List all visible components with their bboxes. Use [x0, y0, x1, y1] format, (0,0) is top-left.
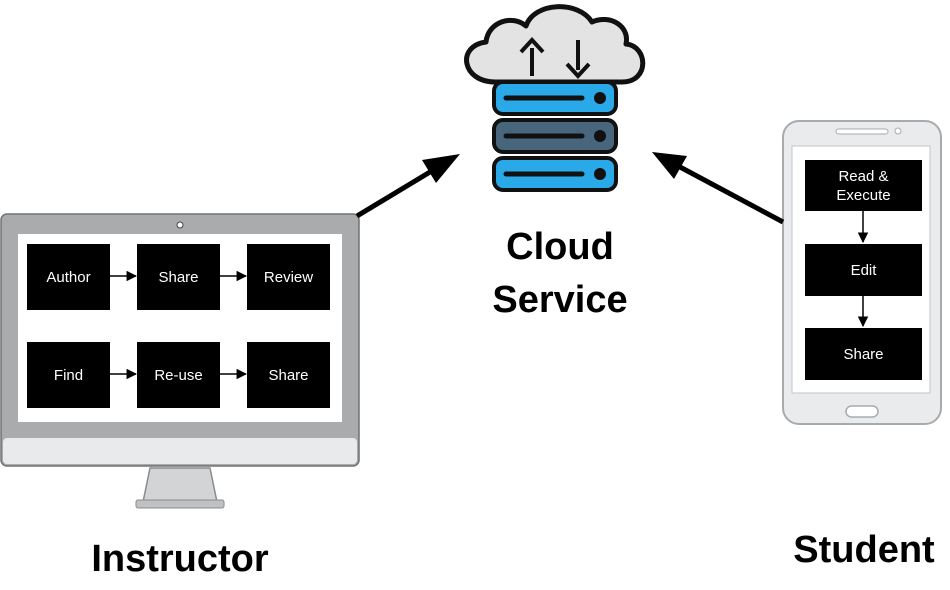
instructor-step-author: Author — [27, 244, 110, 310]
student-step-read-execute: Read & Execute — [805, 160, 922, 211]
instructor-step-share: Share — [137, 244, 220, 310]
server-stack-icon — [492, 80, 618, 192]
instructor-step-reuse: Re-use — [137, 342, 220, 408]
student-step-share: Share — [805, 328, 922, 380]
student-label: Student — [793, 529, 935, 571]
cloud-service-title-line2: Service — [492, 279, 628, 321]
instructor-step-share-2: Share — [247, 342, 330, 408]
arrow-instructor-to-cloud — [355, 154, 460, 219]
instructor-step-review: Review — [247, 244, 330, 310]
cloud-service-title-line1: Cloud — [506, 226, 614, 268]
student-step-edit: Edit — [805, 244, 922, 296]
server-unit-top — [492, 80, 618, 116]
arrow-student-to-cloud — [652, 152, 785, 225]
instructor-step-find: Find — [27, 342, 110, 408]
cloud-icon — [464, 4, 646, 85]
upload-arrow-icon — [519, 37, 545, 76]
download-arrow-icon — [565, 40, 591, 79]
instructor-label: Instructor — [91, 538, 269, 580]
instructor-workflow-connectors — [110, 270, 248, 380]
server-unit-middle — [492, 118, 618, 154]
server-unit-bottom — [492, 156, 618, 192]
